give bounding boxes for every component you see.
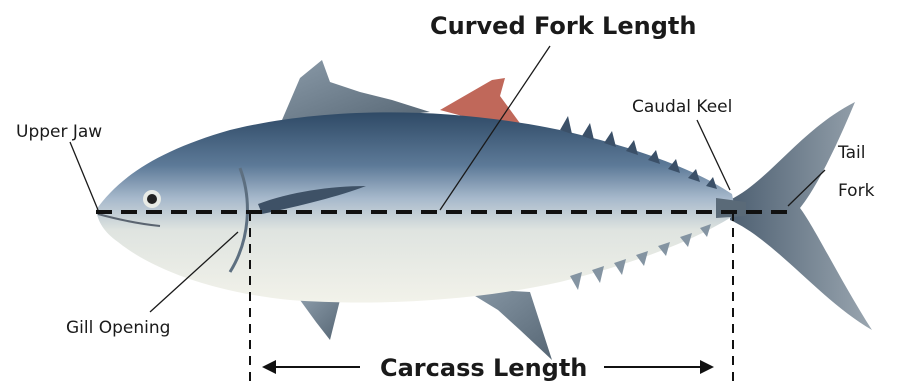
caudal-fin — [730, 102, 872, 330]
fork-label: Fork — [838, 181, 875, 201]
pelvic-fin — [300, 300, 340, 340]
upper-jaw-label: Upper Jaw — [16, 122, 102, 142]
carcass-length-label: Carcass Length — [380, 354, 587, 382]
gill-opening-label: Gill Opening — [66, 318, 170, 338]
upper-jaw-leader — [70, 142, 98, 210]
tail-label: Tail — [837, 143, 865, 163]
eye-pupil — [147, 194, 157, 204]
curved-fork-length-label: Curved Fork Length — [430, 12, 696, 40]
carcass-arrowhead-right — [700, 360, 714, 374]
carcass-arrowhead-left — [262, 360, 276, 374]
anal-fin — [462, 288, 552, 360]
caudal-keel-label: Caudal Keel — [632, 97, 732, 117]
